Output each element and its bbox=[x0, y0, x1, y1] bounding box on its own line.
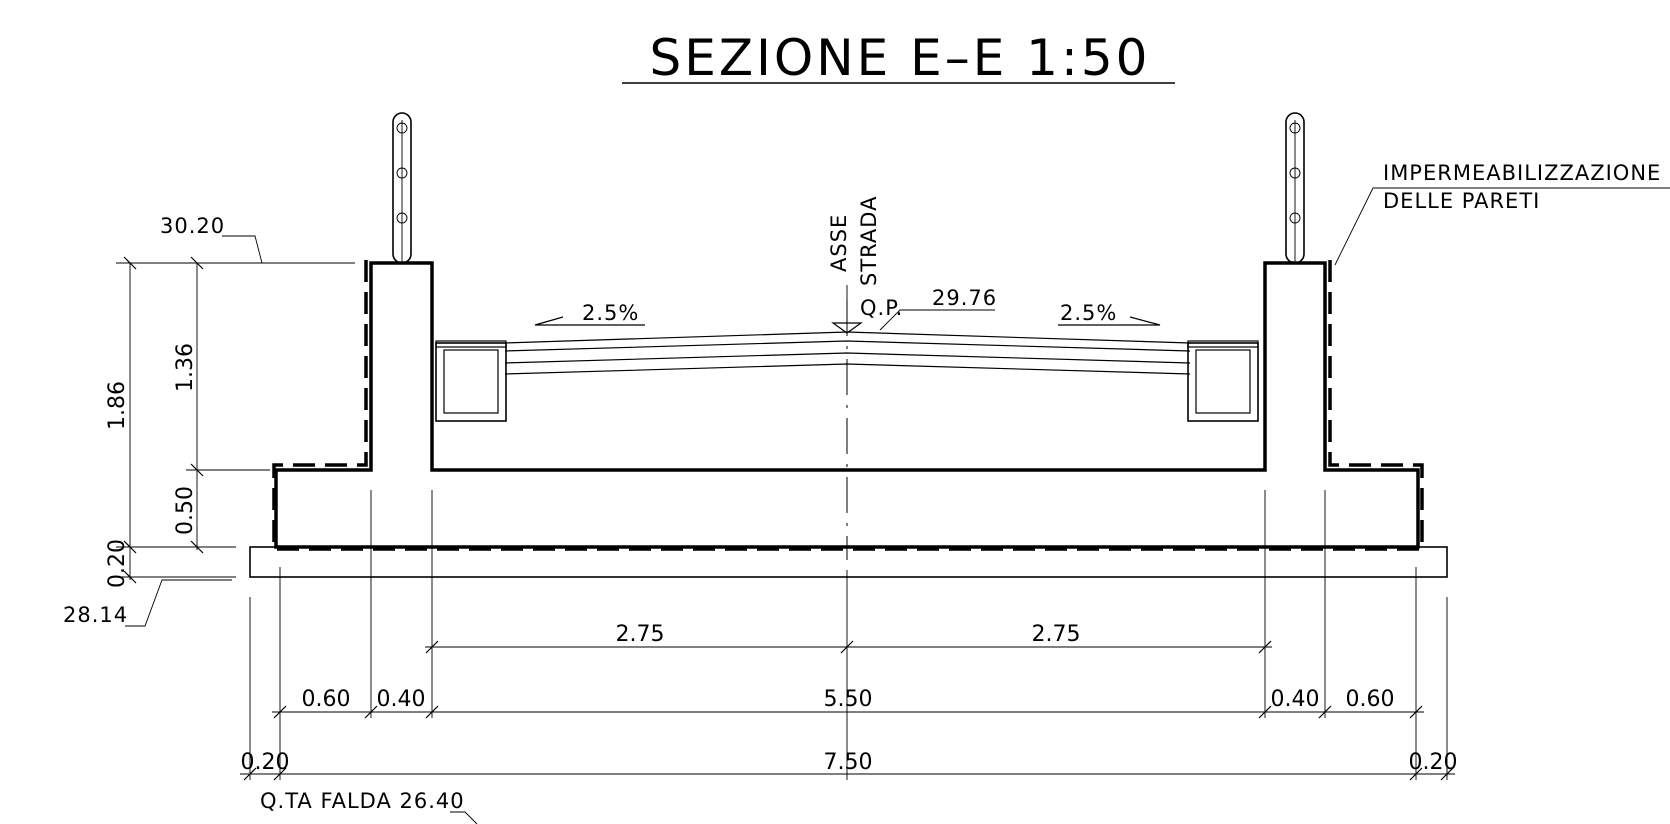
elevation-bottom-leader bbox=[125, 579, 232, 627]
qp-leader bbox=[879, 309, 995, 331]
slope-left-arrow bbox=[534, 316, 645, 326]
elevation-top-leader bbox=[222, 235, 355, 264]
slope-right-label: 2.5% bbox=[1060, 301, 1117, 325]
axis-label-asse: ASSE bbox=[827, 214, 851, 272]
drainage-channel-right bbox=[1187, 340, 1259, 422]
qp-value: 29.76 bbox=[932, 286, 997, 310]
drainage-channel-left bbox=[435, 340, 507, 422]
railing-left bbox=[392, 112, 412, 264]
waterproofing-leader bbox=[1334, 187, 1670, 266]
dim-left-edge: 0.20 bbox=[241, 750, 290, 775]
dim-right-outer: 0.60 bbox=[1346, 687, 1395, 712]
waterproofing-note-line2: DELLE PARETI bbox=[1383, 189, 1540, 213]
dim-half-left: 2.75 bbox=[616, 622, 665, 647]
lean-concrete-base bbox=[249, 546, 1448, 578]
dim-left-outer: 0.60 bbox=[302, 687, 351, 712]
railing-right bbox=[1285, 112, 1305, 264]
concrete-u-section bbox=[274, 261, 1420, 549]
slope-left-label: 2.5% bbox=[582, 301, 639, 325]
dim-right-edge: 0.20 bbox=[1409, 750, 1458, 775]
horizontal-dimensions bbox=[240, 490, 1455, 781]
elevation-top: 30.20 bbox=[160, 214, 225, 238]
qp-label: Q.P. bbox=[860, 296, 903, 320]
level-marker-icon bbox=[831, 322, 863, 334]
dim-right-wall: 0.40 bbox=[1271, 687, 1320, 712]
dim-wall-height: 1.36 bbox=[173, 343, 198, 392]
dim-overall-width: 7.50 bbox=[824, 750, 873, 775]
dim-base-height: 0.20 bbox=[105, 539, 130, 588]
axis-label-strada: STRADA bbox=[857, 196, 881, 286]
drawing-title: SEZIONE E–E 1:50 bbox=[650, 29, 1151, 87]
vertical-dimensions bbox=[116, 256, 355, 584]
dim-inner-width: 5.50 bbox=[824, 687, 873, 712]
slope-right-arrow bbox=[1058, 316, 1161, 326]
dim-half-right: 2.75 bbox=[1032, 622, 1081, 647]
dim-slab-height: 0.50 bbox=[173, 486, 198, 535]
groundwater-leader bbox=[450, 811, 478, 824]
dim-total-height: 1.86 bbox=[105, 381, 130, 430]
groundwater-level: Q.TA FALDA 26.40 bbox=[260, 789, 465, 813]
waterproofing-note-line1: IMPERMEABILIZZAZIONE bbox=[1383, 161, 1661, 185]
elevation-bottom: 28.14 bbox=[63, 603, 128, 627]
dim-left-wall: 0.40 bbox=[377, 687, 426, 712]
